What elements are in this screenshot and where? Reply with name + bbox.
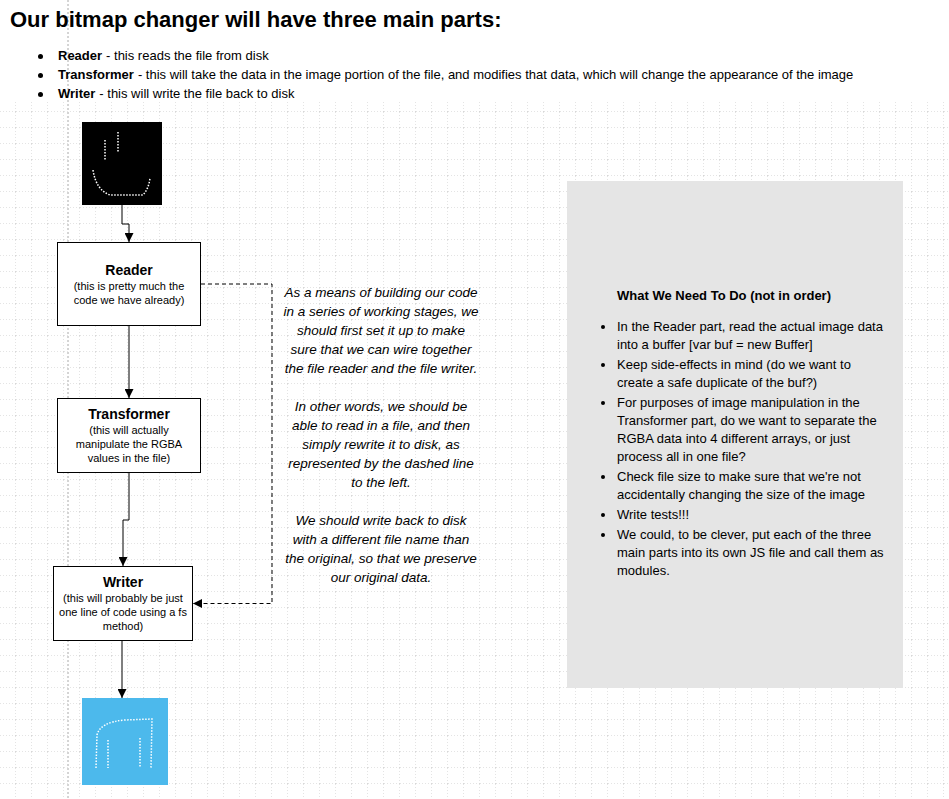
node-heading: Reader (105, 262, 152, 279)
todo-text: Keep side-effects in mind (do we want to… (617, 357, 851, 390)
bullet-dot (601, 401, 605, 405)
note-paragraph: We should write back to disk with a diff… (283, 511, 479, 587)
node-description: (this is pretty much the code we have al… (62, 279, 196, 307)
node-heading: Writer (103, 574, 143, 591)
todo-text: Check file size to make sure that we're … (617, 469, 865, 502)
todo-text: For purposes of image manipulation in th… (617, 395, 877, 464)
part-description: - this will write the file back to disk (99, 86, 294, 101)
process-box: Transformer(this will actually manipulat… (57, 398, 201, 473)
output-arrow (122, 638, 123, 698)
part-name: Transformer (58, 67, 134, 82)
bullet-dot (601, 513, 605, 517)
grid (0, 100, 949, 799)
todo-item: In the Reader part, read the actual imag… (617, 318, 889, 354)
note-paragraph: In other words, we should be able to rea… (283, 397, 479, 492)
changed-figure (96, 719, 152, 768)
notes-panel: What We Need To Do (not in order) In the … (567, 181, 903, 688)
flow-arrow (129, 326, 130, 398)
part-name: Writer (58, 86, 95, 101)
dashed-connector (193, 284, 272, 604)
node-description: (this will probably be just one line of … (58, 591, 188, 633)
bullet-dot (38, 73, 43, 78)
bullet-dot (601, 363, 605, 367)
process-box: Writer(this will probably be just one li… (53, 566, 193, 641)
todo-item: We could, to be clever, put each of the … (617, 526, 889, 580)
bullet-dot (38, 92, 43, 97)
input-image (82, 122, 162, 205)
todo-item: Write tests!!! (617, 506, 889, 524)
bullet-dot (601, 325, 605, 329)
bullet-dot (38, 54, 43, 59)
part-name: Reader (58, 48, 102, 63)
part-description: - this will take the data in the image p… (138, 67, 853, 82)
flow-arrow (123, 473, 129, 566)
note-paragraph: As a means of building our code in a ser… (283, 283, 479, 378)
todo-text: We could, to be clever, put each of the … (617, 527, 884, 578)
bullet-line: Reader - this reads the file from disk (58, 47, 269, 65)
todo-item: For purposes of image manipulation in th… (617, 394, 889, 466)
node-heading: What We Need To Do (not in order) (617, 287, 889, 304)
bullet-line: Writer - this will write the file back to… (58, 85, 294, 103)
todo-text: Write tests!!! (617, 507, 689, 522)
todo-item: Keep side-effects in mind (do we want to… (617, 356, 889, 392)
node-description: (this will actually manipulate the RGBA … (62, 423, 196, 465)
process-box: Reader(this is pretty much the code we h… (57, 242, 201, 326)
smiley-figure (93, 132, 150, 195)
output-image (82, 698, 168, 785)
node-heading: Transformer (88, 406, 170, 423)
title: Our bitmap changer will have three main … (10, 7, 501, 33)
part-description: - this reads the file from disk (106, 48, 269, 63)
input-arrow (122, 205, 129, 242)
note-block: As a means of building our code in a ser… (283, 283, 479, 606)
bullet-line: Transformer - this will take the data in … (58, 66, 853, 84)
bullet-dot (601, 533, 605, 537)
bullet-dot (601, 475, 605, 479)
todo-item: Check file size to make sure that we're … (617, 468, 889, 504)
todo-text: In the Reader part, read the actual imag… (617, 319, 883, 352)
